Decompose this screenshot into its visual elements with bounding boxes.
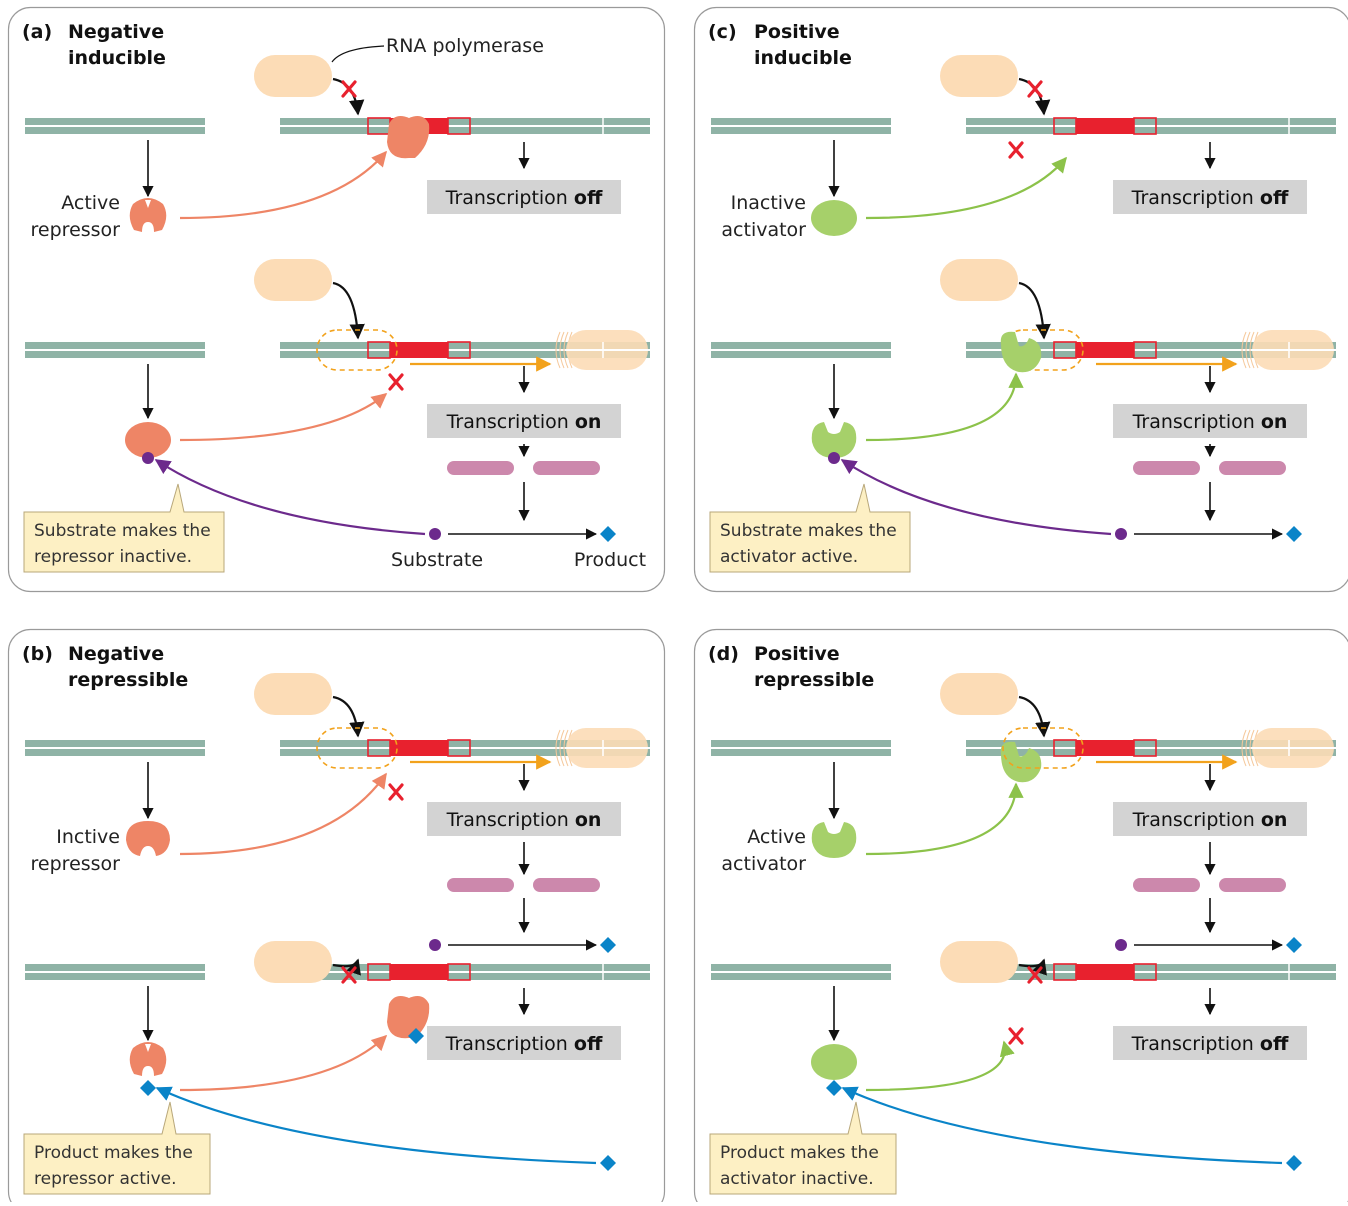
rna-polymerase-shape: [940, 941, 1018, 983]
transcription-state: off: [574, 187, 603, 209]
enzyme-subunit: [447, 878, 514, 892]
panel-letter: (d): [708, 643, 739, 665]
panel-title-line-2: inducible: [68, 47, 166, 69]
callout-line-2: activator inactive.: [720, 1169, 874, 1189]
callout-line-2: repressor inactive.: [34, 547, 192, 567]
panel-title-line-1: Negative: [68, 643, 164, 665]
substrate-label: Substrate: [391, 549, 483, 571]
regulatory-protein: [811, 1044, 857, 1080]
transcription-word: Transcription: [446, 411, 575, 433]
rna-polymerase-shape: [940, 259, 1018, 301]
panel-title-line-1: Positive: [754, 21, 840, 43]
product-label: Product: [574, 549, 646, 571]
panel-letter: (c): [708, 21, 737, 43]
operator-segment: [390, 342, 448, 358]
callout-line-1: Substrate makes the: [34, 521, 211, 541]
panel-a: (a)NegativeinducibleActiverepressorTrans…: [9, 8, 665, 592]
rna-polymerase-shape: [254, 259, 332, 301]
transcription-word: Transcription: [445, 187, 574, 209]
transcription-word: Transcription: [1131, 1033, 1260, 1055]
transcription-state: off: [1260, 187, 1289, 209]
enzyme-subunit: [1219, 461, 1286, 475]
rna-polymerase-shape: [254, 941, 332, 983]
panel-b: (b)NegativerepressibleInctiverepressorTr…: [9, 630, 665, 1203]
transcription-status-text: Transcription on: [1132, 809, 1288, 831]
transcription-status-text: Transcription on: [446, 411, 602, 433]
panel-title-line-1: Negative: [68, 21, 164, 43]
protein-label-2: activator: [721, 853, 806, 875]
enzyme-subunit: [533, 878, 600, 892]
operator-segment: [390, 740, 448, 756]
rna-polymerase-shape: [254, 55, 332, 97]
transcription-state: off: [1260, 1033, 1289, 1055]
operator-segment: [1076, 342, 1134, 358]
panel-letter: (b): [22, 643, 53, 665]
callout-line-2: repressor active.: [34, 1169, 177, 1189]
transcription-status-text: Transcription off: [1131, 187, 1289, 209]
protein-label-1: Active: [61, 192, 120, 214]
transcription-word: Transcription: [1132, 809, 1261, 831]
protein-label-1: Inctive: [56, 826, 120, 848]
operator-segment: [390, 964, 448, 980]
callout-line-1: Product makes the: [34, 1143, 193, 1163]
transcription-state: off: [574, 1033, 603, 1055]
panel-frame: [9, 630, 665, 1203]
callout-line-1: Substrate makes the: [720, 521, 897, 541]
callout-line-1: Product makes the: [720, 1143, 879, 1163]
operator-segment: [1076, 964, 1134, 980]
panel-frame: [695, 630, 1348, 1203]
panel-frame: [695, 8, 1348, 592]
operator-segment: [1076, 740, 1134, 756]
transcription-word: Transcription: [445, 1033, 574, 1055]
panel-letter: (a): [22, 21, 52, 43]
callout-line-2: activator active.: [720, 547, 858, 567]
substrate-molecule: [429, 528, 441, 540]
substrate-molecule: [828, 452, 840, 464]
substrate-molecule: [1115, 528, 1127, 540]
substrate-molecule: [429, 939, 441, 951]
operator-segment: [1076, 118, 1134, 134]
transcription-word: Transcription: [1131, 187, 1260, 209]
enzyme-subunit: [447, 461, 514, 475]
panel-title-line-2: repressible: [68, 669, 188, 691]
enzyme-subunit: [1219, 878, 1286, 892]
protein-label-1: Active: [747, 826, 806, 848]
substrate-molecule: [1115, 939, 1127, 951]
transcription-state: on: [575, 411, 602, 433]
rna-polymerase-shape: [254, 673, 332, 715]
transcription-state: on: [1261, 809, 1288, 831]
rna-polymerase-label: RNA polymerase: [386, 35, 544, 57]
protein-label-1: Inactive: [731, 192, 806, 214]
transcription-state: on: [1261, 411, 1288, 433]
transcription-word: Transcription: [446, 809, 575, 831]
transcription-status-text: Transcription off: [1131, 1033, 1289, 1055]
panel-frame: [9, 8, 665, 592]
enzyme-subunit: [1133, 461, 1200, 475]
transcription-status-text: Transcription off: [445, 1033, 603, 1055]
transcription-word: Transcription: [1132, 411, 1261, 433]
transcription-status-text: Transcription off: [445, 187, 603, 209]
panel-c: (c)PositiveinducibleInactiveactivatorTra…: [695, 8, 1348, 592]
protein-label-2: activator: [721, 219, 806, 241]
substrate-molecule: [142, 452, 154, 464]
panel-title-line-2: repressible: [754, 669, 874, 691]
protein-label-2: repressor: [31, 853, 121, 875]
transcription-status-text: Transcription on: [446, 809, 602, 831]
panel-title-line-2: inducible: [754, 47, 852, 69]
enzyme-subunit: [1133, 878, 1200, 892]
enzyme-subunit: [533, 461, 600, 475]
transcription-status-text: Transcription on: [1132, 411, 1288, 433]
regulatory-protein: [811, 200, 857, 236]
panel-title-line-1: Positive: [754, 643, 840, 665]
panel-d: (d)PositiverepressibleActiveactivatorTra…: [695, 630, 1348, 1203]
protein-label-2: repressor: [31, 219, 121, 241]
rna-polymerase-shape: [940, 673, 1018, 715]
transcription-state: on: [575, 809, 602, 831]
rna-polymerase-shape: [940, 55, 1018, 97]
